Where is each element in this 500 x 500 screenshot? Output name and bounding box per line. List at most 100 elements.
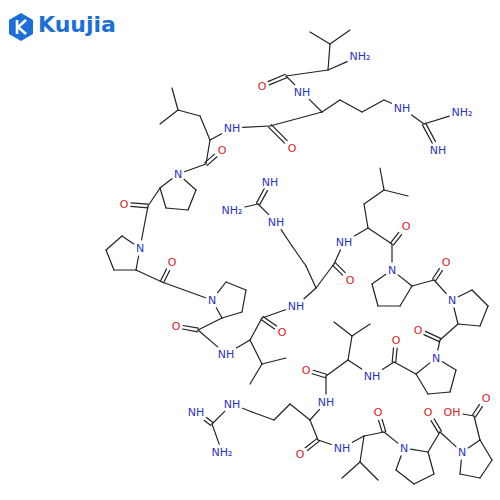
bond-line [473,405,480,415]
bond-line [136,270,162,282]
bond-line [434,280,446,294]
bond-line [393,235,401,246]
bond-line [372,284,378,306]
atom-label: NH [294,87,311,98]
bond-line [362,100,384,112]
bond-line [391,232,399,243]
bond-line [440,432,456,447]
bond-line [318,440,331,445]
bond-line [114,269,136,270]
bond-line [305,439,317,448]
bond-line [309,99,322,112]
bond-line [360,462,378,480]
atom-label: NH₂ [222,205,243,216]
atom-label: NH [430,145,447,156]
atom-label: O [374,407,383,418]
bond-line [352,436,364,442]
bond-line [428,432,440,452]
atom-label: O [414,325,423,336]
bond-line [460,474,480,478]
bond-line [307,441,319,450]
bond-line [454,308,458,324]
atom-label: N [400,443,408,454]
bond-line [398,275,412,286]
bond-line [250,364,262,384]
bond-line [261,320,275,330]
bond-line [212,424,219,444]
bond-line [334,322,352,336]
atom-label: NH₂ [350,51,371,62]
bond-line [416,374,428,394]
bond-line [204,420,211,425]
atom-label: NH [218,349,235,360]
bond-line [243,126,270,127]
bond-line [458,290,472,297]
atom-label: O [258,81,267,92]
bond-line [431,421,439,433]
bond-line [316,264,334,288]
brand-name: Kuujia [38,14,116,36]
bond-line [424,116,449,124]
bond-line [166,208,188,210]
bond-line [411,449,428,452]
bond-line [372,274,386,284]
bond-line [242,290,246,312]
bond-line [394,362,416,374]
atom-label: NH [288,301,305,312]
bond-line [480,460,492,478]
bond-line [281,230,292,246]
atom-label: N [174,169,182,180]
bond-line [412,115,424,124]
bond-line [160,179,172,188]
bond-line [480,440,492,460]
bond-line [360,436,364,462]
bond-line [188,190,196,210]
atom-label: O [120,199,129,210]
atom-label: N [448,295,456,306]
bond-line [380,168,384,190]
bond-line [382,362,394,369]
bond-line [438,340,440,350]
bond-line [268,74,285,81]
bond-line [106,236,122,250]
logo-k-mark [17,20,26,34]
bond-line [222,312,242,318]
bond-line [426,123,436,141]
bond-line [148,188,160,206]
atom-label: O [346,275,355,286]
atom-label: NH [188,407,205,418]
bond-line [313,370,326,374]
bond-line [378,305,400,306]
bond-line [207,157,217,166]
bond-line [185,164,207,172]
atom-label: NH [268,217,285,228]
atom-label: O [302,365,311,376]
bond-line [348,360,362,369]
bond-line [472,290,488,306]
bond-line [340,100,362,112]
atom-label: O [482,393,491,404]
atom-label: O [168,257,177,268]
bond-line [382,419,386,431]
atom-label: N [458,447,466,458]
bond-line [263,317,277,327]
atom-label: NH [224,123,241,134]
bond-line [256,189,264,203]
bond-line [160,269,166,281]
bond-line [310,409,320,420]
bond-line [384,432,398,443]
bond-line [412,280,434,286]
bond-line [292,246,306,266]
bond-line [183,329,198,332]
bond-line [364,204,368,228]
bond-line [245,204,258,207]
bond-line [364,190,384,204]
bond-line [352,324,370,336]
bond-line [262,310,285,318]
bond-line [396,456,401,470]
atom-label: NH₂ [452,107,473,118]
bond-line [334,250,341,264]
atom-label: NH [364,371,381,382]
